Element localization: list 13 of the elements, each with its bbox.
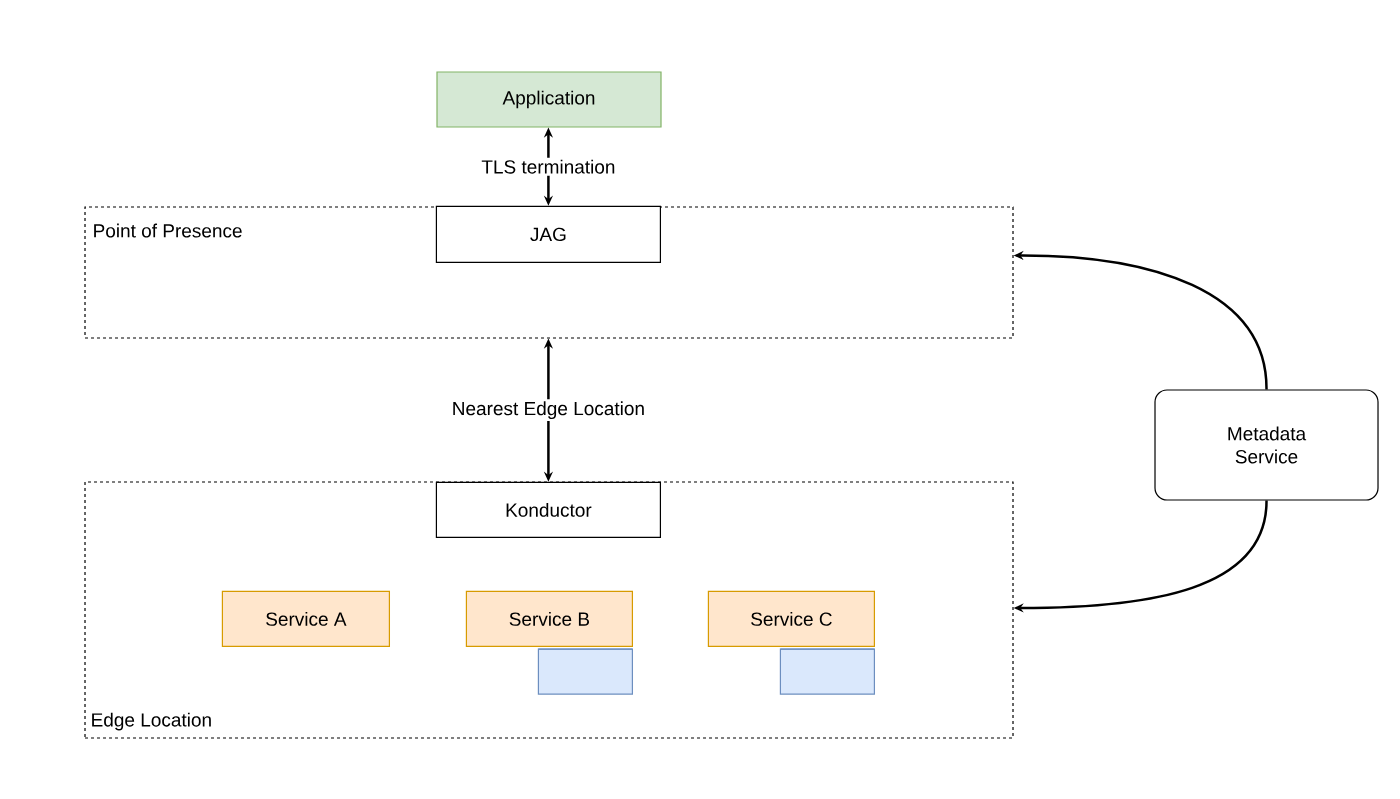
component-box: JAG <box>435 205 661 263</box>
service-box: Metadata Service <box>1154 389 1379 501</box>
region-label: Point of Presence <box>94 223 242 238</box>
database-cylinder <box>537 648 633 695</box>
edge-label: Nearest Edge Location <box>449 399 648 422</box>
service-box: Service C <box>707 590 875 647</box>
edge-label: TLS termination <box>479 157 618 176</box>
component-box: Konductor <box>435 481 661 538</box>
app-box: Application <box>436 71 662 128</box>
database-cylinder <box>779 648 875 695</box>
service-box: Service A <box>221 590 390 647</box>
service-box: Service B <box>465 590 633 647</box>
region-label: Edge Location <box>92 712 211 731</box>
